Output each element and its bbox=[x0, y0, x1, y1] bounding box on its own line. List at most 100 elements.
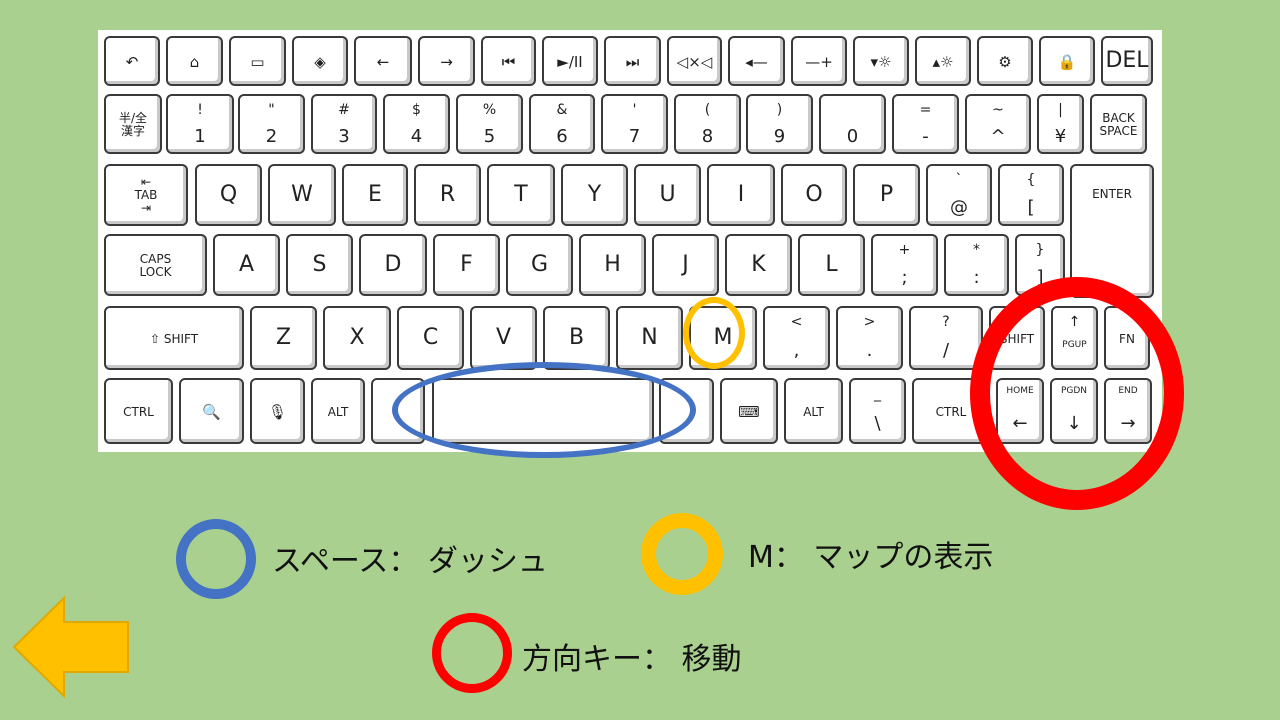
play-pause-icon: ►/II bbox=[557, 53, 583, 71]
key-enter[interactable]: ENTER bbox=[1070, 164, 1154, 298]
key-next[interactable]: → bbox=[418, 36, 475, 86]
key-home[interactable]: ⌂ bbox=[166, 36, 223, 86]
key-f[interactable]: F bbox=[433, 234, 500, 296]
key-e[interactable]: E bbox=[342, 164, 408, 226]
key-label: H bbox=[604, 252, 621, 277]
key-label: K bbox=[751, 252, 766, 277]
key-top-label: + bbox=[898, 242, 911, 258]
key-period[interactable]: >. bbox=[836, 306, 903, 370]
key-d[interactable]: D bbox=[359, 234, 427, 296]
key-at[interactable]: `@ bbox=[926, 164, 992, 226]
key-5[interactable]: %5 bbox=[456, 94, 523, 154]
key-bottom-label: 1 bbox=[194, 126, 206, 147]
key-label: C bbox=[422, 325, 439, 350]
key-tab[interactable]: ⇤ TAB ⇥ bbox=[104, 164, 188, 226]
key-lshift[interactable]: ⇧ SHIFT bbox=[104, 306, 244, 370]
key-vol-down[interactable]: ◂— bbox=[728, 36, 785, 86]
key-w[interactable]: W bbox=[268, 164, 336, 226]
key-bottom-label: 6 bbox=[556, 126, 568, 147]
key-top-label: ( bbox=[704, 102, 711, 118]
key-ctrl[interactable]: CTRL bbox=[104, 378, 173, 444]
key-x[interactable]: X bbox=[323, 306, 391, 370]
key-o[interactable]: O bbox=[781, 164, 847, 226]
key-lock[interactable]: 🔒 bbox=[1039, 36, 1095, 86]
key-label: CTRL bbox=[123, 405, 154, 419]
key-prev[interactable]: ← bbox=[354, 36, 412, 86]
key-semicolon[interactable]: +; bbox=[871, 234, 938, 296]
key-bottom-label: [ bbox=[1027, 197, 1035, 218]
key-minus[interactable]: =- bbox=[892, 94, 959, 154]
microphone-icon: 🎙 bbox=[267, 403, 288, 421]
legend-yellow-circle-icon bbox=[641, 513, 723, 595]
key-bright-down[interactable]: ▾☼ bbox=[853, 36, 909, 86]
key-r[interactable]: R bbox=[414, 164, 481, 226]
key-label: E bbox=[368, 182, 382, 207]
key-mic[interactable]: 🎙 bbox=[250, 378, 305, 444]
brightness-down-icon: ▾☼ bbox=[870, 53, 892, 71]
key-t[interactable]: T bbox=[487, 164, 555, 226]
key-j[interactable]: J bbox=[652, 234, 719, 296]
left-arrow-icon: ← bbox=[376, 53, 390, 71]
key-top-label: # bbox=[338, 102, 350, 118]
key-k[interactable]: K bbox=[725, 234, 792, 296]
key-c[interactable]: C bbox=[397, 306, 464, 370]
key-bracket[interactable]: {[ bbox=[998, 164, 1064, 226]
key-caps[interactable]: CAPS LOCK bbox=[104, 234, 207, 296]
key-b[interactable]: B bbox=[543, 306, 610, 370]
key-n[interactable]: N bbox=[616, 306, 683, 370]
key-label: P bbox=[879, 182, 894, 207]
key-kbd[interactable]: ⌨ bbox=[720, 378, 778, 444]
key-caret[interactable]: ~^ bbox=[965, 94, 1031, 154]
key-9[interactable]: )9 bbox=[746, 94, 813, 154]
key-label: A bbox=[238, 252, 255, 277]
key-8[interactable]: (8 bbox=[674, 94, 741, 154]
key-overview[interactable]: ◈ bbox=[292, 36, 348, 86]
key-ralt[interactable]: ALT bbox=[784, 378, 843, 444]
key-v[interactable]: V bbox=[470, 306, 537, 370]
key-s[interactable]: S bbox=[286, 234, 353, 296]
key-del[interactable]: DEL bbox=[1101, 36, 1153, 86]
back-button[interactable] bbox=[12, 596, 132, 698]
key-comma[interactable]: <, bbox=[763, 306, 830, 370]
key-0[interactable]: 0 bbox=[819, 94, 886, 154]
key-search[interactable]: 🔍 bbox=[179, 378, 244, 444]
key-1[interactable]: !1 bbox=[166, 94, 234, 154]
key-6[interactable]: &6 bbox=[529, 94, 595, 154]
key-back[interactable]: ↶ bbox=[104, 36, 160, 86]
key-h[interactable]: H bbox=[579, 234, 646, 296]
key-vol-up[interactable]: —+ bbox=[791, 36, 847, 86]
key-g[interactable]: G bbox=[506, 234, 573, 296]
key-window[interactable]: ▭ bbox=[229, 36, 286, 86]
key-backslash[interactable]: _\ bbox=[849, 378, 906, 444]
key-play-pause[interactable]: ►/II bbox=[542, 36, 598, 86]
key-u[interactable]: U bbox=[634, 164, 701, 226]
key-bright-up[interactable]: ▴☼ bbox=[915, 36, 971, 86]
key-backspace[interactable]: BACK SPACE bbox=[1090, 94, 1147, 154]
key-z[interactable]: Z bbox=[250, 306, 317, 370]
key-a[interactable]: A bbox=[213, 234, 280, 296]
key-2[interactable]: "2 bbox=[238, 94, 305, 154]
key-settings[interactable]: ⚙ bbox=[977, 36, 1033, 86]
key-label: BACK SPACE bbox=[1099, 111, 1138, 139]
key-y[interactable]: Y bbox=[561, 164, 628, 226]
key-label: CTRL bbox=[935, 405, 967, 419]
key-hankaku[interactable]: 半/全 漢字 bbox=[104, 94, 162, 154]
key-mute[interactable]: ◁×◁ bbox=[667, 36, 722, 86]
key-3[interactable]: #3 bbox=[311, 94, 377, 154]
key-next-track[interactable]: ⏭ bbox=[604, 36, 661, 86]
key-i[interactable]: I bbox=[707, 164, 775, 226]
key-l[interactable]: L bbox=[798, 234, 865, 296]
legend-space-label: スペース： ダッシュ bbox=[272, 544, 548, 579]
key-q[interactable]: Q bbox=[195, 164, 262, 226]
key-yen[interactable]: |¥ bbox=[1037, 94, 1084, 154]
key-top-label: % bbox=[482, 102, 497, 118]
key-p[interactable]: P bbox=[853, 164, 920, 226]
key-label: Y bbox=[587, 182, 602, 207]
key-7[interactable]: '7 bbox=[601, 94, 668, 154]
key-colon[interactable]: *: bbox=[944, 234, 1009, 296]
key-4[interactable]: $4 bbox=[383, 94, 450, 154]
key-slash[interactable]: ?/ bbox=[909, 306, 983, 370]
key-label: W bbox=[291, 182, 313, 207]
key-alt[interactable]: ALT bbox=[311, 378, 365, 444]
key-prev-track[interactable]: ⏮ bbox=[481, 36, 536, 86]
